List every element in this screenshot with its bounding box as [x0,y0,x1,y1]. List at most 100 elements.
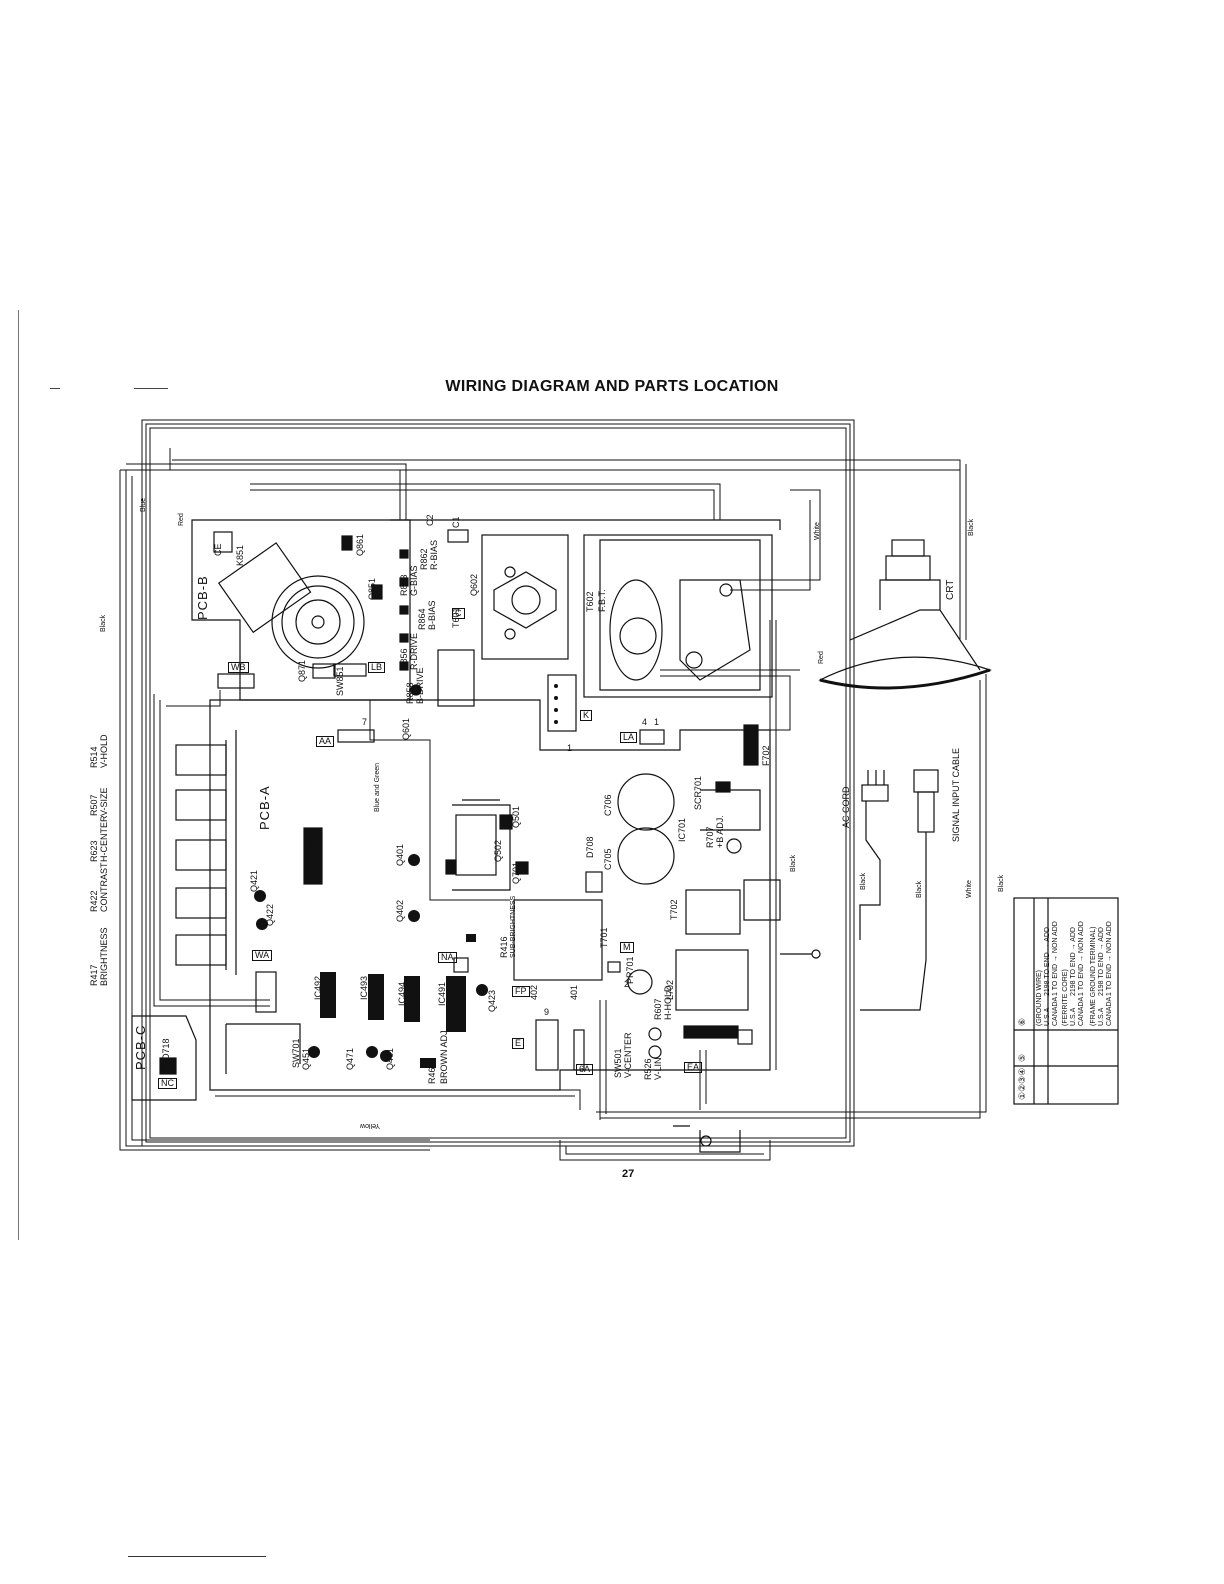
c2-label: C2 [425,514,435,526]
ic494-label: IC494 [397,981,407,1006]
connector-k: K [580,710,593,721]
r416-label: R416 [499,936,509,958]
c705-capacitor [617,827,675,885]
bias-trimmers [399,549,422,696]
r607-trimmer [648,1027,662,1041]
signal-cable-label: SIGNAL INPUT CABLE [951,747,961,842]
connector-nc: NC [158,1078,177,1089]
e-connector-plug [535,1019,559,1071]
adj-r858-desc: B-DRIVE [415,667,425,704]
r607-label: R607 [653,998,663,1020]
f702-label: F702 [761,745,771,766]
control-r623-ref: R623 [89,840,99,862]
sw501-label: SW501 [613,1048,623,1078]
pin-label: 7 [362,717,368,727]
page-margin-line [18,310,19,1240]
pin-label: 4 [642,717,648,727]
q451-label: Q451 [301,1047,311,1070]
q861-label: Q861 [355,533,365,556]
margin-mark [50,388,60,389]
q471-label: Q471 [345,1047,355,1070]
q401-label: Q401 [395,843,405,866]
ac-cord-plug [859,770,889,940]
r416-desc: SUB-BRIGHTNESS [510,895,517,958]
wire-color-black: Black [968,518,975,536]
q602-label: Q602 [469,573,479,596]
wire-color-white: White [966,880,973,898]
control-r422-desc: CONTRAST [99,862,109,913]
c706-capacitor [617,773,675,831]
legend-row-region: U.S.A [1098,1007,1105,1026]
legend-row-text: 1 TO END → NON ADD [1106,921,1113,996]
pin-label: 1 [654,717,660,727]
ic491-label: IC491 [437,981,447,1006]
sw701-switch [225,1023,301,1074]
f702-fuse [743,724,759,766]
lower-ics [320,934,476,1068]
q701-body [515,861,529,875]
r526-trimmer [648,1045,662,1059]
sw501-desc: V-CENTER [623,1032,633,1078]
r707-trimmer [726,838,742,854]
control-r422-ref: R422 [89,890,99,912]
scr701-body [715,781,731,793]
c705-label: C705 [603,848,613,870]
pin-label: 2 [624,979,630,989]
wire-color-black: Black [790,854,797,872]
control-r623-desc: H-CENTER [99,815,109,863]
front-control-pots [175,730,237,975]
connector-e: E [512,1038,525,1049]
r526-desc: V-LIN [653,1057,663,1080]
t602-fbt [583,534,773,698]
legend-marks-2: ⑤ [1017,1053,1027,1062]
wire-color-red: Red [178,513,185,526]
ic601-chip [303,827,323,885]
legend-marks-3: ⑥ [1017,1017,1027,1026]
crt-tube [818,539,992,690]
connector-aa-plug [337,729,375,743]
c1-c2-block [447,529,469,543]
adj-r862-ref: R862 [419,548,429,570]
ic601-label: IC601 [303,835,313,860]
wire-color-white: White [814,522,821,540]
wire-color-black: Black [860,872,867,890]
ic493-label: IC493 [359,975,369,1000]
k851-label: K851 [235,544,245,566]
ea-terminal-block [683,1025,739,1039]
wire-harness [119,419,987,1161]
q423-label: Q423 [487,989,497,1012]
q601-label: Q601 [401,717,411,740]
adj-r856-ref: R856 [399,648,409,670]
legend-row-text: 2198 TO END → ADD [1044,927,1051,996]
control-r507-desc: V-SIZE [99,787,109,816]
adj-r858-ref: R858 [405,682,415,704]
legend-row-text: 1 TO END → NON ADD [1052,921,1059,996]
page-title: WIRING DIAGRAM AND PARTS LOCATION [445,378,779,395]
scr701-label: SCR701 [693,775,703,810]
margin-mark [134,388,168,389]
q501-label: Q501 [511,805,521,828]
legend-row-text: 2198 TO END → ADD [1098,927,1105,996]
connector-wb: WB [228,662,249,673]
pcb-c-label: PCB-C [133,1024,148,1070]
control-r417-desc: BRIGHTNESS [99,927,109,986]
t602-label: T602 [585,591,595,612]
legend-table [1013,897,1119,1105]
wa-connector-plug [255,971,277,1013]
wire-color-yellow: Yellow [360,1122,380,1129]
l702-coil [675,949,749,1011]
fbt-label: F.B.T. [597,589,607,612]
ground-lug [737,1029,753,1045]
adj-r862-desc: R-BIAS [429,539,439,570]
connector-la-plug [639,729,665,745]
t601-transformer [437,649,475,707]
pcb-b-label: PCB-B [195,575,210,620]
adj-r864-desc: B-BIAS [427,600,437,630]
wire-color-blue: Blue [140,497,147,512]
wire-color-blue-green: Blue and Green [374,762,381,812]
6a-connector-plug [573,1029,585,1071]
r468-label: R468 [427,1062,437,1084]
q461-label: Q461 [385,1047,395,1070]
scr701-bracket [700,789,761,831]
